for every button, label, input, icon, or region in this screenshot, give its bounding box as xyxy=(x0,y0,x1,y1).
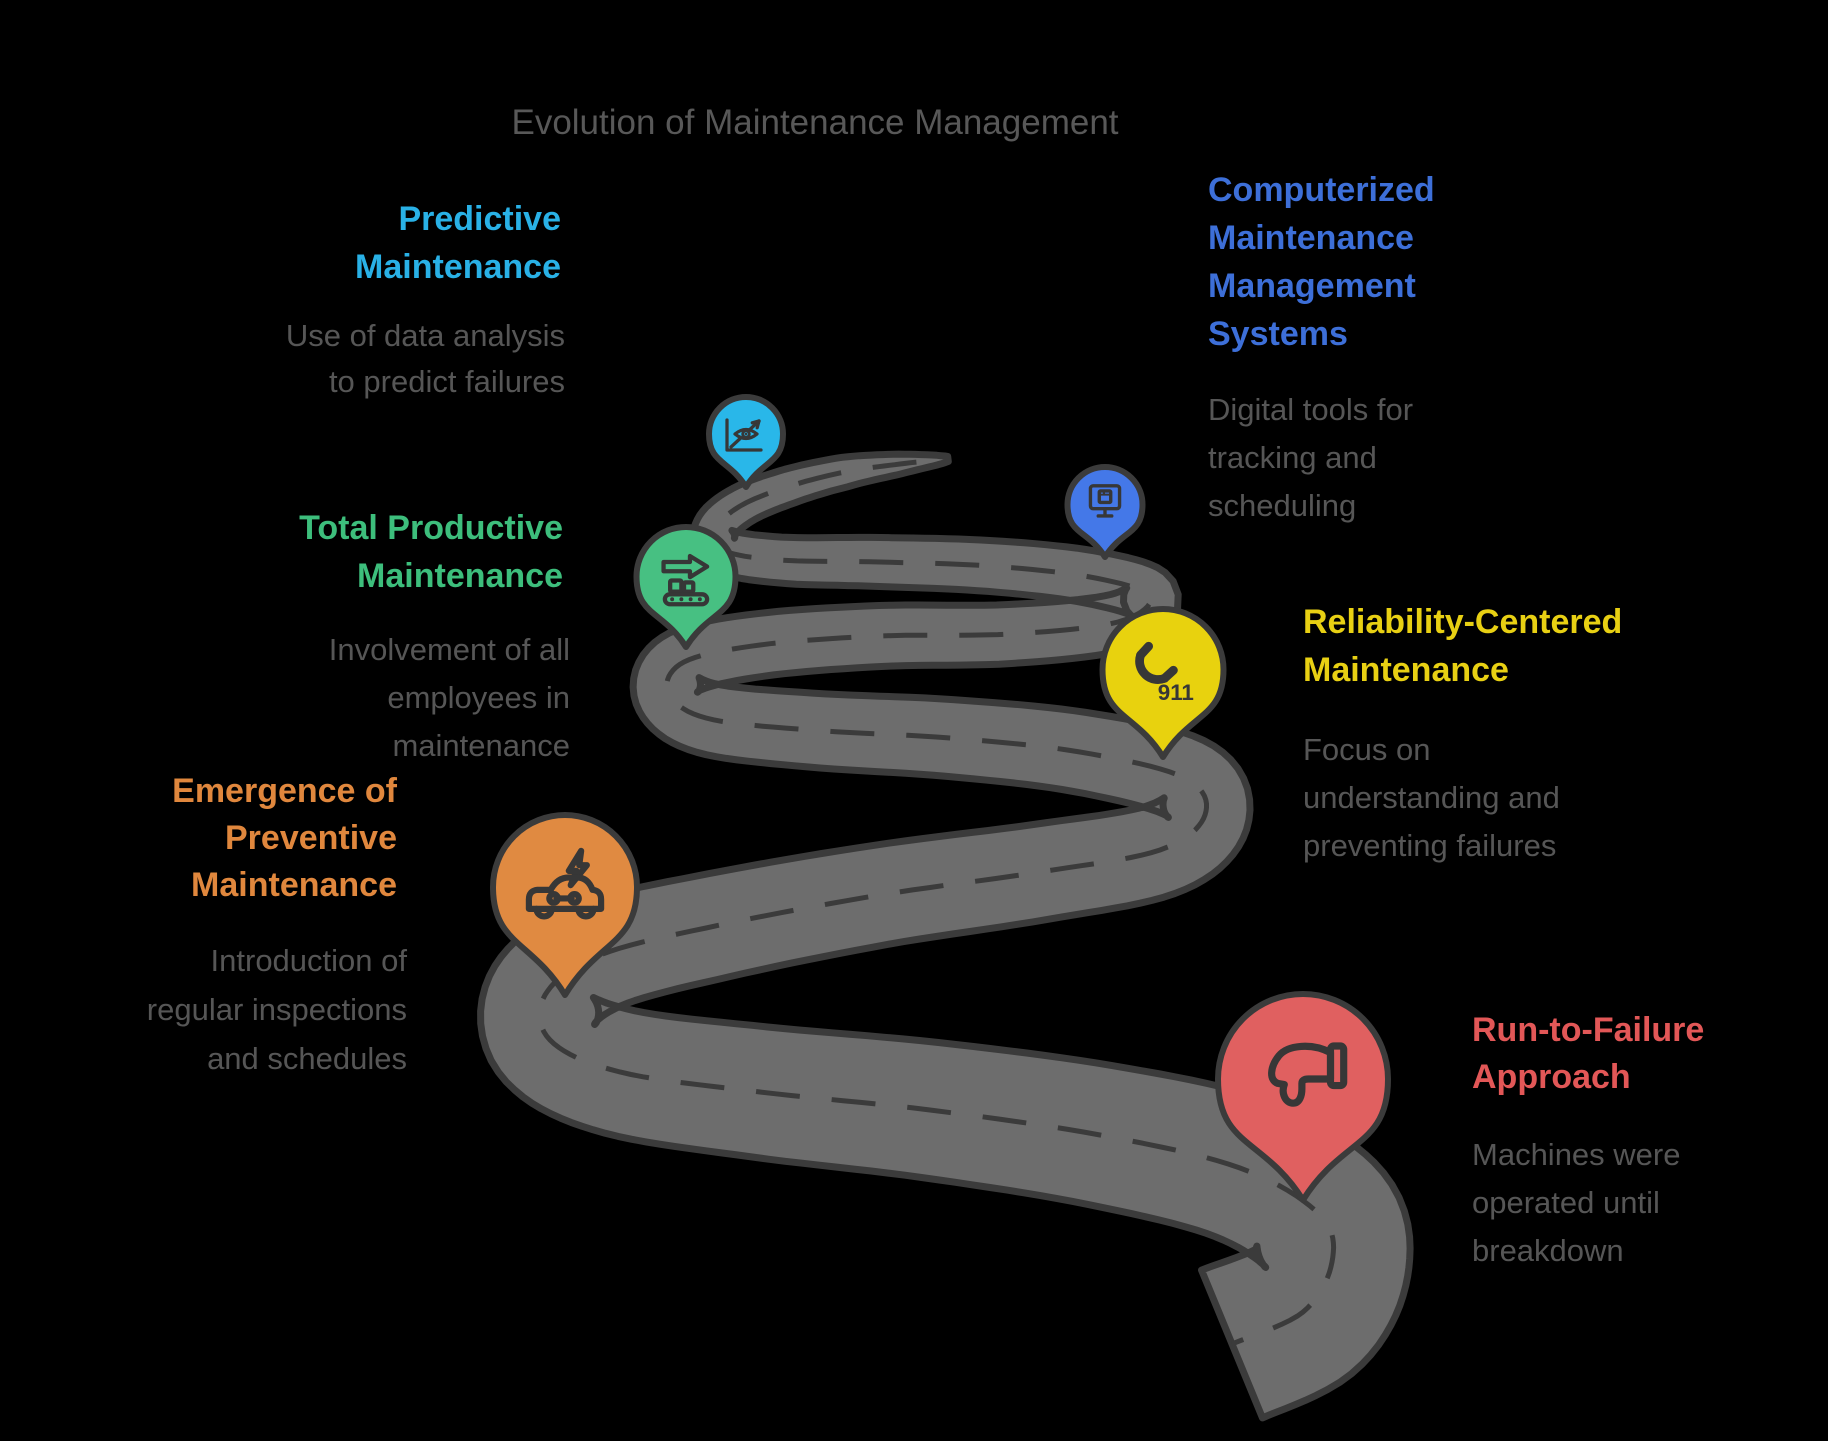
stage-description-cmms: Digital tools for tracking and schedulin… xyxy=(1208,392,1414,523)
map-pin-preventive xyxy=(490,812,640,998)
stage-description-total-productive-maintenance: Involvement of all employees in maintena… xyxy=(328,632,570,763)
stage-title-run-to-failure: Run-to-Failure Approach xyxy=(1472,1011,1705,1096)
stage-title-cmms: Computerized Maintenance Management Syst… xyxy=(1208,171,1435,353)
road-center-dashes xyxy=(537,459,1337,1347)
stage-description-preventive-maintenance: Introduction of regular inspections and … xyxy=(146,943,407,1076)
stage-title-total-productive-maintenance: Total Productive Maintenance xyxy=(299,509,563,595)
map-pin-cmms xyxy=(1064,464,1146,560)
car-repair-icon xyxy=(525,847,605,920)
stage-title-preventive-maintenance: Emergence of Preventive Maintenance xyxy=(172,772,397,904)
thumbs-down-icon xyxy=(1268,1042,1348,1107)
page-title: Evolution of Maintenance Management xyxy=(511,103,1119,142)
stage-description-run-to-failure: Machines were operated until breakdown xyxy=(1472,1137,1681,1268)
pin-shape-preventive xyxy=(490,812,640,998)
analytics-eye-icon xyxy=(725,418,763,452)
map-pin-tpm xyxy=(633,524,739,650)
map-pin-rcm: 911 xyxy=(1099,606,1227,760)
road-surface xyxy=(477,450,1414,1422)
winding-road xyxy=(477,450,1414,1422)
stage-title-reliability-centered-maintenance: Reliability-Centered Maintenance xyxy=(1303,603,1623,689)
map-pin-predictive xyxy=(706,394,786,490)
monitor-box-icon xyxy=(1088,484,1122,518)
phone-911-icon: 911 xyxy=(1135,641,1194,705)
conveyor-icon xyxy=(661,553,710,607)
stage-description-predictive-maintenance: Use of data analysis to predict failures xyxy=(285,318,565,399)
stage-description-reliability-centered-maintenance: Focus on understanding and preventing fa… xyxy=(1303,732,1560,863)
pin-label-911: 911 xyxy=(1158,680,1194,705)
map-pin-rtf xyxy=(1215,991,1391,1203)
stage-title-predictive-maintenance: Predictive Maintenance xyxy=(355,200,561,286)
